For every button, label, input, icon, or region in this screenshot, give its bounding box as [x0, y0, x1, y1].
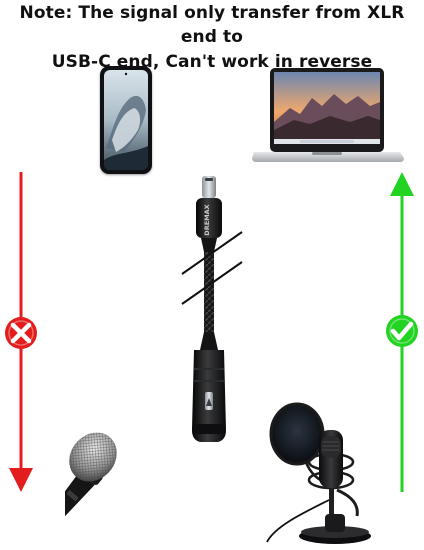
- supported-direction-arrow: [386, 172, 418, 492]
- usbc-plug-tip: [202, 176, 216, 198]
- braided-cable: [204, 252, 214, 332]
- cross-icon: [5, 317, 37, 349]
- phone-wallpaper: [104, 70, 148, 170]
- green-arrow-head: [390, 172, 414, 196]
- usbc-housing: [196, 198, 222, 238]
- smartphone-image: [100, 66, 152, 174]
- note-line-1: Note: The signal only transfer from XLR …: [19, 3, 405, 47]
- xlr-to-usbc-cable-image: DREMAX: [181, 176, 243, 442]
- phone-screen: [104, 70, 148, 170]
- cable-break-mark-2: [181, 261, 243, 305]
- studio-microphone-image: [266, 402, 371, 544]
- mic-stand-pole: [329, 488, 334, 518]
- cable-brand-logo: DREMAX: [203, 204, 211, 235]
- check-icon: [386, 315, 418, 347]
- laptop-image: [252, 68, 404, 162]
- laptop-base: [252, 152, 404, 162]
- handheld-microphone-image: [65, 432, 117, 535]
- cable-break-mark-1: [181, 231, 243, 275]
- reverse-direction-arrow: [5, 172, 37, 492]
- pop-filter: [271, 404, 323, 464]
- red-arrow-head: [9, 468, 33, 492]
- mic-handle: [65, 472, 95, 535]
- mic-stand-arm: [336, 488, 359, 517]
